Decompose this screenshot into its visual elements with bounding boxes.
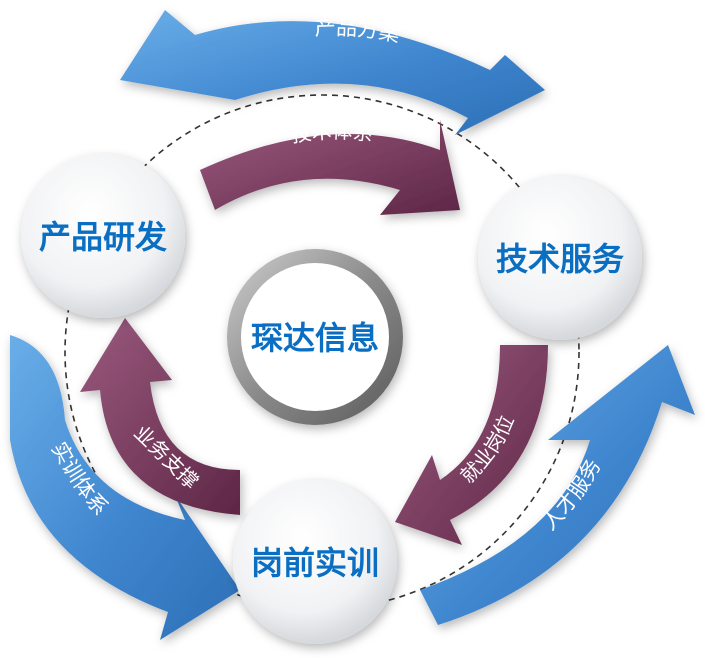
arrow-employment-position — [395, 345, 548, 545]
node-label-pre-job-training: 岗前实训 — [251, 544, 379, 582]
center-label: 琛达信息 — [251, 319, 379, 357]
arrow-tech-system — [200, 120, 460, 215]
center-ring — [227, 249, 403, 425]
node-tech-service — [478, 176, 642, 340]
node-product-rd — [21, 154, 185, 318]
arrow-training-system — [10, 335, 240, 640]
node-pre-job-training — [233, 480, 397, 644]
node-label-product-rd: 产品研发 — [39, 218, 167, 256]
arrow-product-plan — [120, 10, 545, 135]
arrow-talent-service — [420, 345, 695, 625]
dashed-orbit — [64, 94, 580, 610]
node-label-tech-service: 技术服务 — [496, 240, 624, 278]
arrow-business-support — [80, 318, 240, 515]
